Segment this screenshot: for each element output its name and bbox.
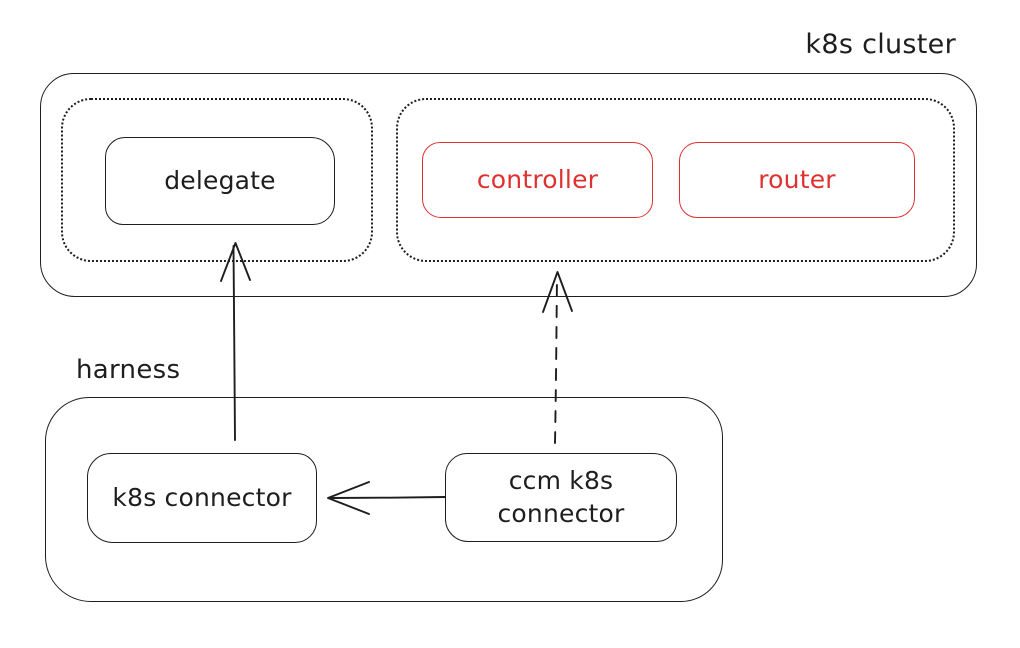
delegate-group-box [61,98,373,262]
k8s-connector-node: k8s connector [87,453,317,543]
harness-label: harness [76,355,181,385]
k8s-cluster-label: k8s cluster [805,29,956,60]
ccm-k8s-connector-node: ccm k8s connector [445,453,677,542]
controller-router-group-box [396,98,955,262]
harness-box [45,397,723,602]
k8s-cluster-box [40,73,977,297]
controller-node: controller [422,142,653,218]
router-node: router [679,142,915,218]
delegate-node: delegate [105,137,335,225]
